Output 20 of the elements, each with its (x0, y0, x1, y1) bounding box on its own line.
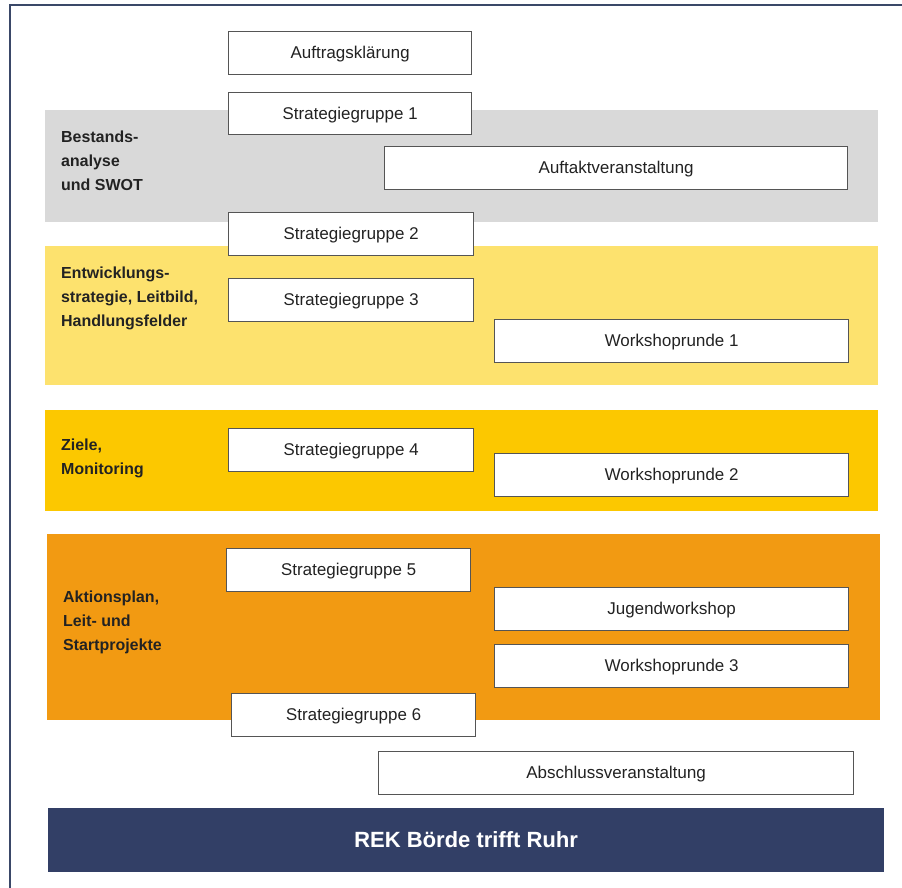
step-box: Workshoprunde 1 (494, 319, 849, 363)
step-box: Auftragsklärung (228, 31, 472, 75)
phase-title: Bestands- analyse und SWOT (61, 128, 144, 196)
step-box: Abschlussveranstaltung (378, 751, 854, 795)
phase-title: Entwicklungs- strategie, Leitbild, Handlungsfelder (61, 264, 199, 332)
phase-title: Ziele, Monitoring (61, 436, 145, 480)
phase-title: Aktionsplan, Leit- und Startprojekte (63, 588, 163, 656)
step-box: Auftaktveranstaltung (384, 146, 848, 190)
phase-band (45, 246, 878, 385)
step-box: Workshoprunde 3 (494, 644, 849, 688)
step-box: Strategiegruppe 1 (228, 92, 472, 135)
step-box: Strategiegruppe 6 (231, 693, 476, 737)
step-box: Strategiegruppe 3 (228, 278, 474, 322)
step-box: Strategiegruppe 4 (228, 428, 474, 472)
step-box: Strategiegruppe 2 (228, 212, 474, 256)
step-box: Jugendworkshop (494, 587, 849, 631)
step-box: Strategiegruppe 5 (226, 548, 471, 592)
phase-band (45, 410, 878, 511)
project-title-bar: REK Börde trifft Ruhr (48, 808, 884, 872)
step-box: Workshoprunde 2 (494, 453, 849, 497)
